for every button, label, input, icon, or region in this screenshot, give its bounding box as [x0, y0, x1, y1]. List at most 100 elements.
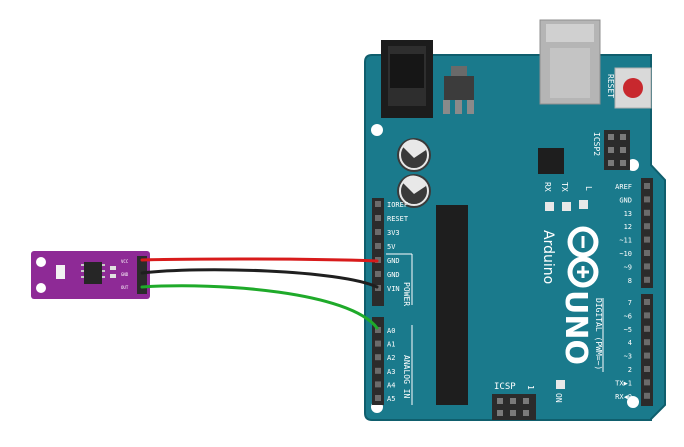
power-header-pin[interactable]	[375, 243, 381, 249]
analog-pin-label: A3	[387, 368, 395, 376]
sensor-pin-header	[137, 256, 147, 294]
digital-pin-label: 4	[628, 339, 632, 347]
l-label: L	[584, 186, 593, 191]
analog-pin-label: A4	[387, 381, 395, 389]
power-header-pin[interactable]	[375, 229, 381, 235]
wire-gnd-to-gnd[interactable]	[140, 268, 379, 289]
sensor-smd-part	[110, 266, 116, 270]
digital-pin-label: 7	[628, 299, 632, 307]
digital-header-bottom	[641, 294, 653, 406]
digital-header-pin[interactable]	[644, 312, 650, 319]
power-pin-label: 3V3	[387, 229, 400, 237]
digital-header-pin[interactable]	[644, 196, 650, 203]
icsp2-label: ICSP2	[592, 132, 601, 156]
digital-header-pin[interactable]	[644, 250, 650, 256]
sensor-pin-label-vcc: VCC	[121, 259, 129, 264]
wire-out-to-a0[interactable]	[140, 284, 379, 330]
wires	[140, 257, 379, 330]
power-header-pin[interactable]	[375, 201, 381, 207]
analog-header-pin[interactable]	[375, 395, 381, 401]
digital-header-pin[interactable]	[644, 392, 650, 399]
digital-section-label: DIGITAL (PWM=~)	[594, 298, 603, 370]
analog-pin-label: A2	[387, 354, 395, 362]
sensor-mounting-hole	[36, 257, 46, 267]
wire-vcc-to-5v[interactable]	[140, 257, 379, 263]
sensor-photodiode	[56, 265, 65, 279]
capacitor	[397, 174, 431, 208]
sensor-smd-part	[110, 274, 116, 278]
digital-header-pin[interactable]	[644, 299, 650, 305]
analog-header-pin[interactable]	[375, 354, 381, 361]
icsp-label: ICSP	[494, 382, 516, 392]
icsp2-header	[604, 130, 630, 170]
analog-section-label: ANALOG IN	[402, 355, 411, 399]
arduino-uno-board: RESET ICSP2 RX TX L	[364, 19, 666, 421]
digital-pin-label: RX◀0	[615, 393, 632, 401]
dc-power-jack	[381, 40, 433, 118]
l-led	[579, 200, 588, 209]
sensor-pin-label-gnd: GND	[121, 272, 129, 277]
analog-pin-label: A1	[387, 341, 395, 349]
power-pin-label: GND	[387, 257, 400, 265]
digital-header-pin[interactable]	[644, 352, 650, 359]
on-label: ON	[554, 393, 563, 403]
analog-header-pin[interactable]	[375, 327, 381, 333]
digital-pin-label: ~5	[624, 326, 632, 334]
model-label: UNO	[558, 290, 593, 365]
power-header	[372, 198, 384, 306]
sensor-chip	[84, 262, 102, 284]
analog-header-pin[interactable]	[375, 340, 381, 347]
digital-pin-label: ~6	[624, 312, 632, 320]
on-led	[556, 380, 565, 389]
digital-header-pin[interactable]	[644, 209, 650, 216]
usb-port	[539, 19, 601, 105]
sensor-mounting-hole	[36, 283, 46, 293]
digital-pin-label: AREF	[615, 183, 632, 191]
analog-header-pin[interactable]	[375, 367, 381, 374]
reset-label: RESET	[606, 74, 615, 98]
digital-header-pin[interactable]	[644, 236, 650, 243]
digital-header-pin[interactable]	[644, 263, 650, 270]
voltage-regulator	[443, 66, 474, 114]
digital-header-pin[interactable]	[644, 379, 650, 386]
digital-pin-label: TX▶1	[615, 379, 632, 387]
digital-pin-label: GND	[619, 196, 632, 204]
digital-header-pin[interactable]	[644, 366, 650, 372]
digital-header-pin[interactable]	[644, 276, 650, 283]
analog-header-pin[interactable]	[375, 381, 381, 388]
digital-pin-label: ~10	[619, 250, 632, 258]
tx-label: TX	[560, 182, 569, 192]
reset-button[interactable]	[614, 67, 652, 109]
power-pin-label: IOREF	[387, 201, 408, 209]
digital-header-pin[interactable]	[644, 223, 650, 230]
power-header-pin[interactable]	[375, 271, 381, 277]
digital-header-pin[interactable]	[644, 325, 650, 332]
digital-pin-label: ~3	[624, 353, 632, 361]
arduino-logo	[567, 226, 599, 288]
digital-header-pin[interactable]	[644, 339, 650, 346]
mounting-hole	[371, 124, 383, 136]
capacitor	[397, 138, 431, 172]
power-header-pin[interactable]	[375, 215, 381, 221]
icsp-header	[492, 394, 536, 420]
digital-pin-label: ~9	[624, 263, 632, 271]
mounting-hole	[627, 396, 639, 408]
rx-label: RX	[543, 182, 552, 192]
icsp-pin1-label: 1	[526, 385, 535, 390]
sensor-pin-label-out: OUT	[121, 285, 129, 290]
digital-pin-label: 12	[624, 223, 632, 231]
power-pin-label: RESET	[387, 215, 409, 223]
power-pin-label: 5V	[387, 243, 396, 251]
digital-pin-label: 8	[628, 277, 632, 285]
digital-pin-label: 2	[628, 366, 632, 374]
analog-pin-label: A0	[387, 327, 395, 335]
digital-header-top	[641, 178, 653, 288]
digital-header-pin[interactable]	[644, 183, 650, 189]
brand-label: Arduino	[540, 230, 556, 284]
power-pin-label: VIN	[387, 285, 400, 293]
rx-led	[545, 202, 554, 211]
tx-led	[562, 202, 571, 211]
